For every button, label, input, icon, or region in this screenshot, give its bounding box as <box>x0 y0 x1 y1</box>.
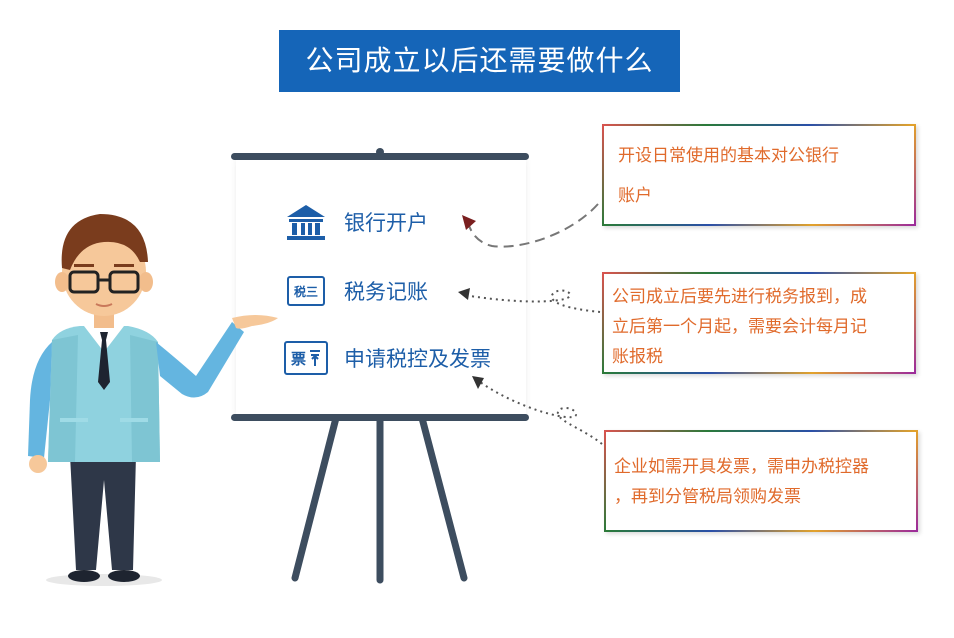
board-item-label: 银行开户 <box>344 211 428 235</box>
note-invoice-line: 企业如需开具发票，需申办税控器 <box>614 457 869 477</box>
board-item-invoice: 票 申请税控及发票 <box>284 338 491 378</box>
note-invoice: 企业如需开具发票，需申办税控器 ，再到分管税局领购发票 <box>604 430 918 532</box>
note-tax: 公司成立后要先进行税务报到，成 立后第一个月起，需要会计每月记 账报税 <box>602 272 916 374</box>
tax-badge-icon: 税三 <box>284 271 328 311</box>
note-tax-line: 公司成立后要先进行税务报到，成 <box>612 287 867 307</box>
note-tax-line: 立后第一个月起，需要会计每月记 <box>612 317 867 337</box>
board-item-tax: 税三 税务记账 <box>284 271 428 311</box>
page-title: 公司成立以后还需要做什么 <box>279 30 680 92</box>
invoice-badge-icon: 票 <box>284 338 328 378</box>
bank-icon <box>284 202 328 242</box>
note-bank: 开设日常使用的基本对公银行 账户 <box>602 124 916 226</box>
board-item-label: 申请税控及发票 <box>344 347 491 371</box>
note-invoice-line: ，再到分管税局领购发票 <box>614 487 801 507</box>
board-item-bank: 银行开户 <box>284 202 428 242</box>
invoice-badge-text: 票 <box>290 349 306 368</box>
board-bottom-rod <box>231 414 529 421</box>
note-bank-line: 账户 <box>618 186 652 206</box>
note-bank-line: 开设日常使用的基本对公银行 <box>618 146 839 166</box>
board-item-label: 税务记账 <box>344 280 428 304</box>
tax-badge-text: 税三 <box>293 284 318 299</box>
note-tax-line: 账报税 <box>612 347 663 367</box>
board-top-rod <box>231 153 529 160</box>
